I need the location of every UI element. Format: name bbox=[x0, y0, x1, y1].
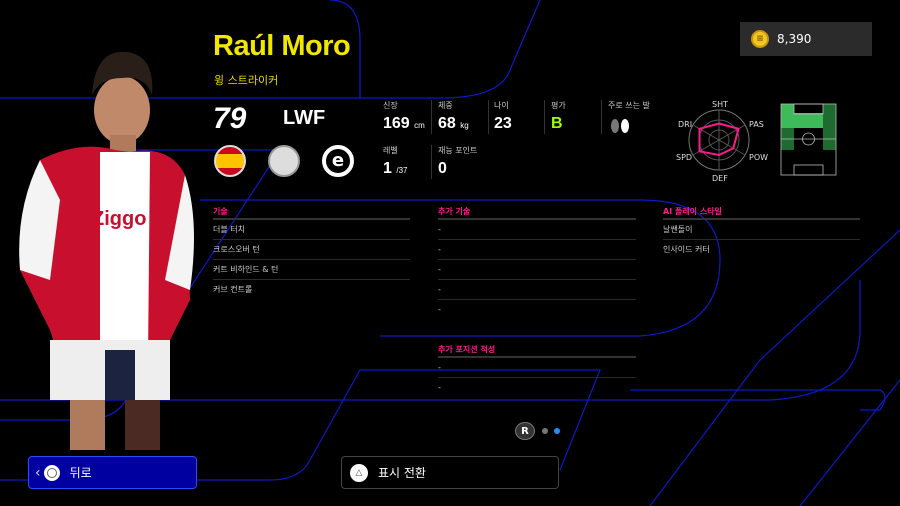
position-pitch-map bbox=[780, 103, 837, 176]
ai-playstyle-item: 날쌘돌이 bbox=[663, 220, 860, 240]
radar-polygon bbox=[698, 122, 740, 157]
back-label: 뒤로 bbox=[69, 466, 92, 480]
extra-skill-item: - bbox=[438, 305, 441, 314]
back-button[interactable]: ‹ 뒤로 bbox=[28, 456, 197, 489]
extra-position-item: - bbox=[438, 358, 636, 378]
svg-text:Ziggo: Ziggo bbox=[92, 208, 146, 230]
player-position: LWF bbox=[283, 107, 326, 129]
radar-label-pow: POW bbox=[749, 153, 768, 162]
toggle-display-label: 표시 전환 bbox=[378, 466, 426, 480]
radar-label-def: DEF bbox=[712, 174, 728, 183]
radar-label-spd: SPD bbox=[676, 153, 692, 162]
skill-item: 더블 터치 bbox=[213, 220, 410, 240]
player-playstyle: 윙 스트라이커 bbox=[214, 74, 279, 87]
extra-skill-item: - bbox=[438, 220, 636, 240]
divider bbox=[601, 100, 602, 134]
overall-rating: 79 bbox=[213, 102, 247, 135]
extra-positions-section: 추가 포지션 적성-- bbox=[438, 344, 636, 398]
eredivisie-league-icon: e bbox=[322, 145, 354, 177]
coin-balance: ≡8,390 bbox=[740, 22, 872, 56]
divider bbox=[488, 100, 489, 134]
extra-skill-item: - bbox=[438, 260, 636, 280]
extra-skills-section: 추가 기술----- bbox=[438, 206, 636, 320]
radar-label-pas: PAS bbox=[749, 120, 764, 129]
skill-item: 커트 비하인드 & 턴 bbox=[213, 260, 410, 280]
player-name: Raúl Moro bbox=[213, 30, 351, 62]
page-dot-1[interactable] bbox=[542, 428, 548, 434]
chevron-left-icon: ‹ bbox=[35, 464, 41, 481]
circle-button-icon bbox=[43, 464, 60, 481]
ability-radar-chart: SHT PAS POW DEF SPD DRI bbox=[676, 100, 768, 183]
feet-icon bbox=[611, 119, 629, 133]
radar-label-dri: DRI bbox=[678, 120, 692, 129]
skill-item: 크로스오버 턴 bbox=[213, 240, 410, 260]
skill-item: 커브 컨트롤 bbox=[213, 285, 253, 294]
divider bbox=[544, 100, 545, 134]
ajax-club-icon bbox=[268, 145, 300, 177]
coin-icon: ≡ bbox=[751, 30, 769, 48]
divider bbox=[431, 145, 432, 179]
triangle-button-icon: △ bbox=[350, 463, 368, 482]
r-stick-page-button[interactable]: R bbox=[515, 422, 535, 440]
radar-label-sht: SHT bbox=[712, 100, 728, 109]
spain-flag-icon bbox=[214, 145, 246, 177]
toggle-display-button[interactable]: △ 표시 전환 bbox=[341, 456, 559, 489]
extra-skill-item: - bbox=[438, 280, 636, 300]
stat-preferred-foot: 주로 쓰는 발 bbox=[608, 100, 650, 139]
divider bbox=[431, 100, 432, 134]
player-image: Ziggo bbox=[19, 51, 194, 450]
ai-playstyle-item: 인사이드 커터 bbox=[663, 245, 710, 254]
page-dot-2[interactable] bbox=[554, 428, 560, 434]
extra-position-item: - bbox=[438, 383, 441, 392]
extra-skill-item: - bbox=[438, 240, 636, 260]
